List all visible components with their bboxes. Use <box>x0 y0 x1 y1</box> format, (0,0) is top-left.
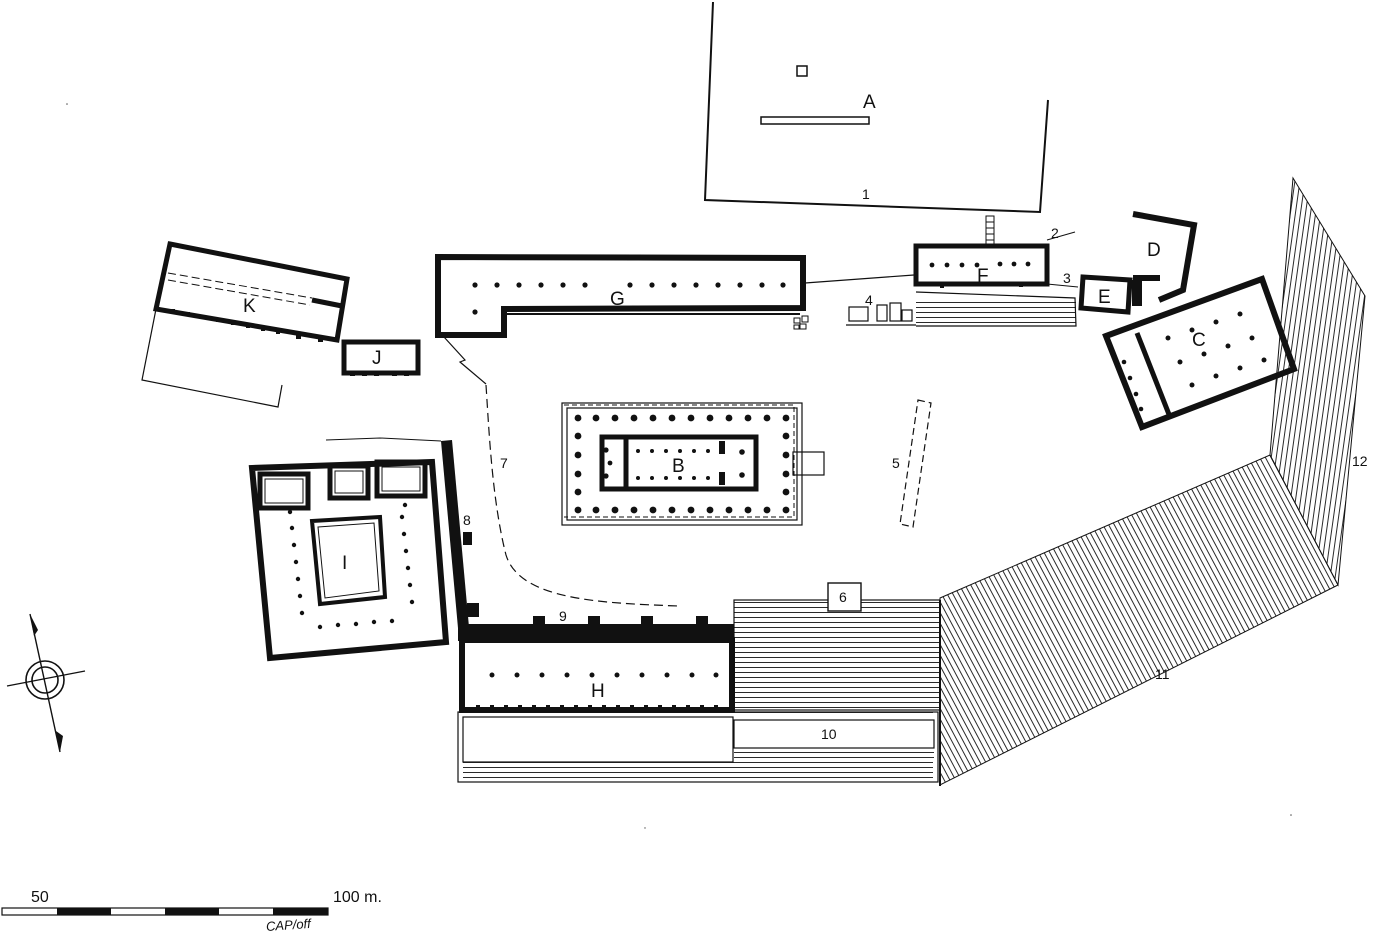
feature-9-wall: 9 <box>458 608 734 641</box>
feature-5-label: 5 <box>892 455 900 471</box>
temple-b-label: B <box>672 456 685 477</box>
scale-bar: 50 100 m. <box>1 889 382 916</box>
feature-10-label: 10 <box>821 726 837 742</box>
building-f-stair <box>985 215 995 247</box>
building-e-label: E <box>1098 287 1111 308</box>
temple-b-peristyle <box>574 414 790 514</box>
feature-7-label: 7 <box>500 455 508 471</box>
building-a-label: A <box>863 92 876 113</box>
feature-3-label: 3 <box>1063 270 1071 286</box>
feature-10-terrace: 10 <box>457 599 941 783</box>
feature-1-label: 1 <box>862 186 870 202</box>
feature-8-wall: 8 <box>441 440 479 628</box>
feature-6: 6 <box>827 582 862 612</box>
building-k: K <box>141 241 350 408</box>
building-h-label: H <box>591 681 605 702</box>
feature-2-label: 2 <box>1051 225 1059 241</box>
building-f: F 2 3 <box>913 215 1079 327</box>
scale-left-label: 50 <box>31 889 49 906</box>
temple-b: B <box>561 402 825 526</box>
building-c-label: C <box>1192 330 1206 351</box>
building-d: D <box>1132 211 1198 303</box>
feature-4-label: 4 <box>865 292 873 308</box>
north-arrow-icon <box>6 613 86 753</box>
building-g: G <box>435 253 809 385</box>
building-e: E <box>1078 274 1142 315</box>
building-a: A 1 <box>703 1 1049 214</box>
feature-4-monuments: 4 <box>846 292 916 326</box>
building-d-label: D <box>1147 240 1161 261</box>
building-i-label: I <box>342 553 347 574</box>
building-f-label: F <box>977 266 989 287</box>
feature-12-label: 12 <box>1352 453 1368 469</box>
building-h: H <box>459 637 735 713</box>
building-g-colonnade <box>472 282 786 315</box>
feature-8-label: 8 <box>463 512 471 528</box>
feature-12-terrace: 12 <box>1269 176 1368 587</box>
signature: CAP/off <box>265 916 312 934</box>
building-k-label: K <box>243 296 256 317</box>
feature-11-label: 11 <box>1155 666 1170 682</box>
building-g-label: G <box>610 289 625 310</box>
building-j-label: J <box>372 348 382 369</box>
signature-text: CAP/off <box>265 916 312 934</box>
feature-5-altar: 5 <box>892 399 932 528</box>
feature-11-terrace: 11 <box>939 454 1339 786</box>
feature-9-label: 9 <box>559 608 567 624</box>
scale-right-label: 100 m. <box>333 889 382 906</box>
building-j: J <box>341 339 421 376</box>
feature-6-label: 6 <box>839 589 847 605</box>
feature-7-path: 7 <box>485 384 679 607</box>
building-i: I <box>248 437 450 662</box>
